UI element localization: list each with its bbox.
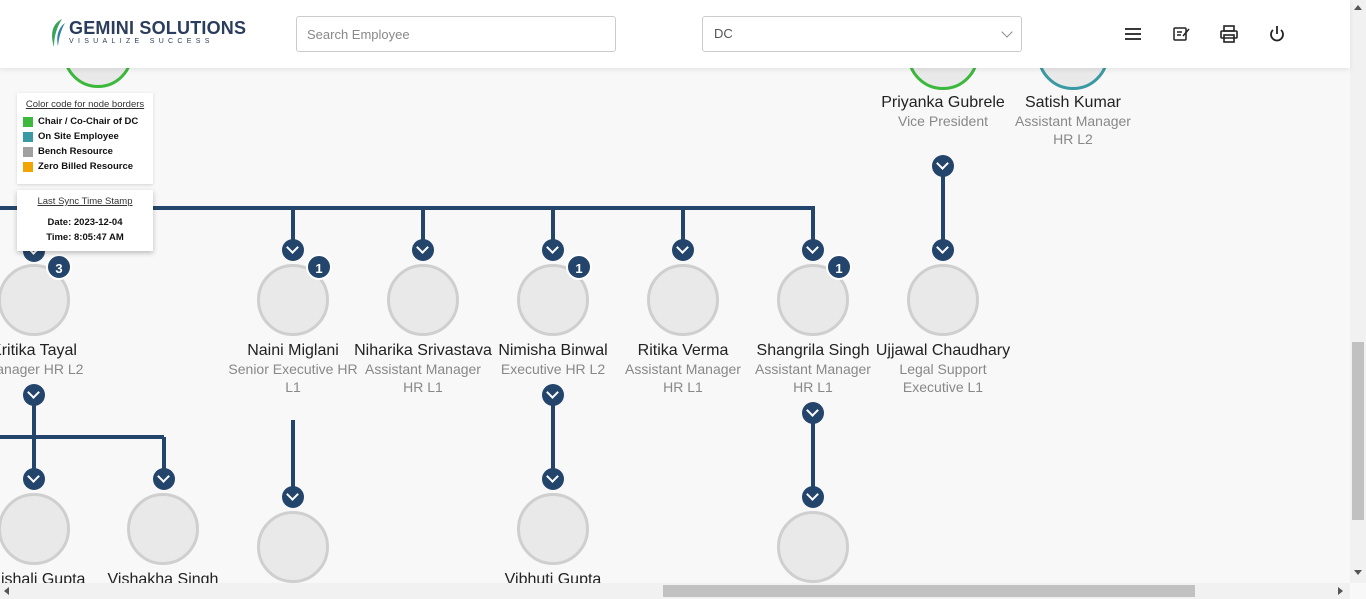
horizontal-scroll-thumb[interactable] [663, 585, 1195, 597]
node-shangrila-report[interactable] [743, 511, 883, 583]
expand-chevron-icon[interactable] [932, 239, 954, 261]
expand-chevron-icon[interactable] [282, 239, 304, 261]
node-shangrila[interactable]: Shangrila Singh Assistant Manager HR L1 [743, 264, 883, 396]
legend-item: Zero Billed Resource [23, 161, 147, 172]
node-ritika[interactable]: Ritika Verma Assistant Manager HR L1 [613, 264, 753, 396]
expand-chevron-icon[interactable] [802, 402, 824, 424]
employee-name: Vishakha Singh [107, 571, 219, 583]
department-select[interactable]: DC [702, 16, 1022, 52]
expand-chevron-icon[interactable] [802, 486, 824, 508]
employee-name: Ritika Verma [637, 342, 729, 359]
expand-chevron-icon[interactable] [23, 384, 45, 406]
legend-title: Color code for node borders [25, 99, 145, 110]
expand-chevron-icon[interactable] [153, 468, 175, 490]
expand-chevron-icon[interactable] [542, 384, 564, 406]
node-kritika[interactable]: Kritika Tayal Manager HR L2 [0, 264, 104, 378]
vertical-scroll-thumb[interactable] [1352, 342, 1364, 520]
node-vaishali[interactable]: Vaishali Gupta [0, 493, 104, 583]
node-vishakha[interactable]: Vishakha Singh [93, 493, 233, 583]
employee-title: Manager HR L2 [0, 361, 84, 377]
legend-item: Chair / Co-Chair of DC [23, 116, 147, 127]
sync-timestamp-card: Last Sync Time Stamp Date: 2023-12-04 Ti… [17, 190, 153, 251]
employee-name: Nimisha Binwal [498, 342, 608, 359]
sync-title: Last Sync Time Stamp [37, 196, 133, 207]
leaf-logo-icon [52, 19, 65, 47]
node-naini[interactable]: Naini Miglani Senior Executive HR L1 [223, 264, 363, 396]
expand-chevron-icon[interactable] [802, 239, 824, 261]
chevron-down-icon [1001, 26, 1013, 38]
scroll-up-arrow-icon[interactable] [1354, 5, 1362, 10]
employee-name: Naini Miglani [247, 342, 339, 359]
report-count-badge: 1 [566, 254, 592, 280]
naini-avatar [257, 264, 329, 336]
expand-chevron-icon[interactable] [412, 239, 434, 261]
legend-item: Bench Resource [23, 146, 147, 157]
scroll-left-arrow-icon[interactable] [4, 587, 9, 595]
node-naini-report[interactable] [223, 511, 363, 583]
power-icon[interactable] [1267, 24, 1287, 44]
department-select-value: DC [714, 26, 733, 41]
employee-title: Executive HR L2 [500, 361, 606, 377]
report-count-badge: 1 [306, 254, 332, 280]
org-chart-canvas[interactable]: Priyanka Gubrele Vice President Satish K… [0, 0, 1350, 583]
expand-chevron-icon[interactable] [932, 155, 954, 177]
legend-item: On Site Employee [23, 131, 147, 142]
expand-chevron-icon[interactable] [282, 486, 304, 508]
employee-title: Legal Support Executive L1 [899, 361, 987, 395]
employee-name: Vibhuti Gupta [504, 571, 602, 583]
expand-chevron-icon[interactable] [542, 468, 564, 490]
node-satish[interactable]: Satish Kumar Assistant Manager HR L2 [1003, 94, 1143, 148]
expand-chevron-icon[interactable] [23, 468, 45, 490]
scroll-down-arrow-icon[interactable] [1354, 570, 1362, 575]
company-logo[interactable]: GEMINI SOLUTIONS VISUALIZE SUCCESS [48, 18, 246, 48]
ritika-avatar [647, 264, 719, 336]
ujjawal-avatar [907, 264, 979, 336]
employee-name: Satish Kumar [1024, 94, 1122, 111]
menu-icon[interactable] [1123, 24, 1143, 44]
edit-note-icon[interactable] [1171, 24, 1191, 44]
logo-main-text: GEMINI SOLUTIONS [69, 18, 247, 38]
employee-name: Kritika Tayal [0, 342, 77, 359]
node-priyanka[interactable]: Priyanka Gubrele Vice President [873, 94, 1013, 130]
employee-name: Shangrila Singh [756, 342, 870, 359]
naini-report-avatar [257, 511, 329, 583]
node-vibhuti[interactable]: Vibhuti Gupta [483, 493, 623, 583]
shangrila-report-avatar [777, 511, 849, 583]
search-employee-input[interactable] [296, 16, 616, 52]
vishakha-avatar [127, 493, 199, 565]
employee-title: Assistant Manager HR L1 [755, 361, 871, 395]
report-count-badge: 1 [826, 254, 852, 280]
vaishali-avatar [0, 493, 70, 565]
employee-name: Ujjawal Chaudhary [875, 342, 1011, 359]
sync-date: Date: 2023-12-04 [47, 217, 123, 228]
employee-title: Vice President [897, 113, 988, 129]
expand-chevron-icon[interactable] [672, 239, 694, 261]
niharika-avatar [387, 264, 459, 336]
app-header: GEMINI SOLUTIONS VISUALIZE SUCCESS DC [0, 0, 1350, 68]
node-nimisha[interactable]: Nimisha Binwal Executive HR L2 [483, 264, 623, 378]
border-color-legend: Color code for node borders Chair / Co-C… [17, 93, 153, 184]
report-count-badge: 3 [46, 254, 72, 280]
vibhuti-avatar [517, 493, 589, 565]
node-niharika[interactable]: Niharika Srivastava Assistant Manager HR… [353, 264, 493, 396]
employee-title: Assistant Manager HR L2 [1015, 113, 1131, 147]
logo-tagline: VISUALIZE SUCCESS [69, 38, 214, 45]
employee-name: Niharika Srivastava [354, 342, 492, 359]
expand-chevron-icon[interactable] [542, 239, 564, 261]
node-ujjawal[interactable]: Ujjawal Chaudhary Legal Support Executiv… [873, 264, 1013, 396]
employee-name: Priyanka Gubrele [881, 94, 1005, 111]
scroll-right-arrow-icon[interactable] [1338, 587, 1343, 595]
employee-title: Senior Executive HR L1 [228, 361, 358, 395]
print-icon[interactable] [1219, 24, 1239, 44]
employee-title: Assistant Manager HR L1 [365, 361, 481, 395]
sync-time: Time: 8:05:47 AM [46, 232, 124, 243]
employee-name: Vaishali Gupta [0, 571, 86, 583]
employee-title: Assistant Manager HR L1 [625, 361, 741, 395]
